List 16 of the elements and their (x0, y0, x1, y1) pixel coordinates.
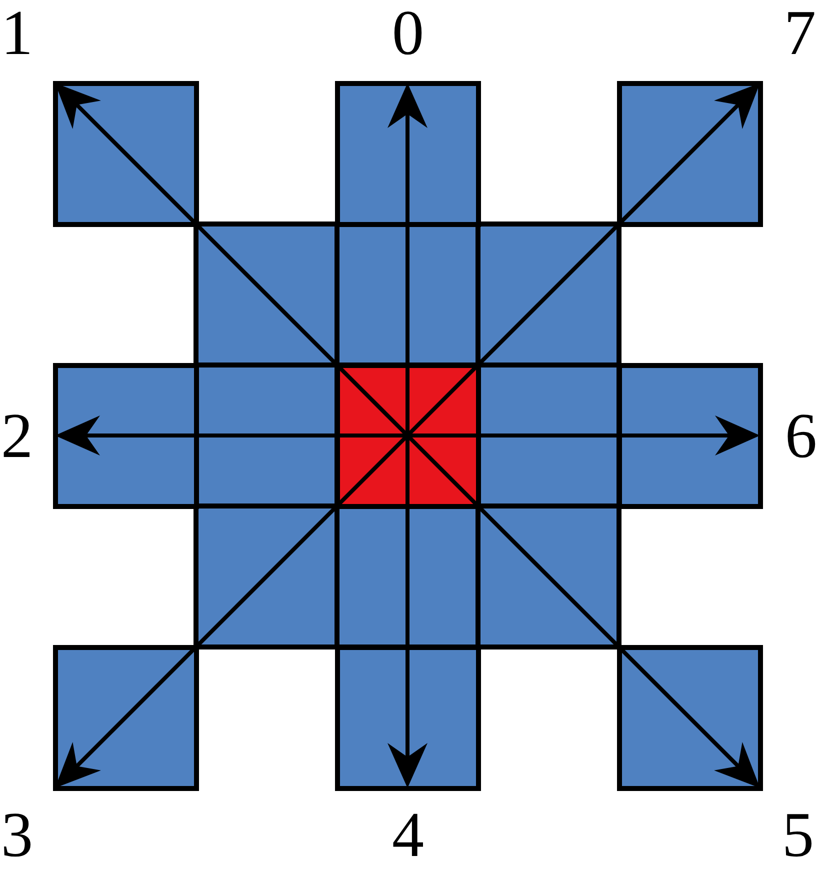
direction-number: 4 (392, 803, 424, 867)
grid-square (616, 644, 762, 790)
arrow (388, 436, 428, 788)
arrow (388, 83, 428, 436)
direction-number: 3 (1, 803, 33, 867)
direction-number: 6 (785, 404, 817, 468)
arrow (55, 416, 408, 456)
arrow (408, 416, 760, 456)
direction-number: 5 (782, 803, 814, 867)
grid-square (52, 644, 198, 790)
grid-square (52, 80, 198, 226)
direction-number: 1 (1, 1, 33, 65)
direction-number: 7 (784, 1, 816, 65)
direction-number: 0 (392, 1, 424, 65)
grid-square (616, 80, 762, 226)
direction-number: 2 (1, 404, 33, 468)
